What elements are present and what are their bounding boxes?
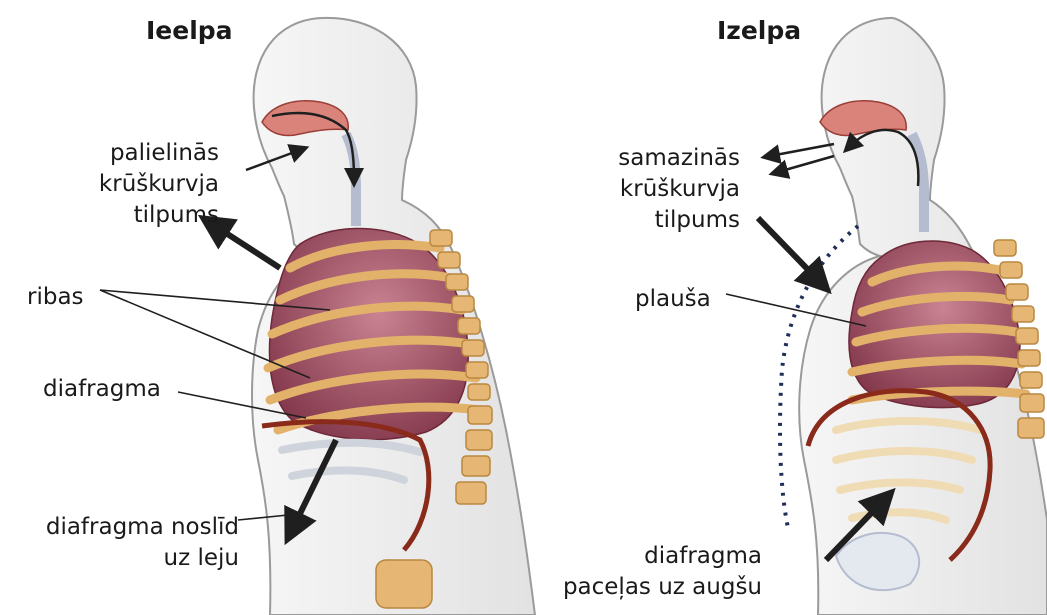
exhale-volume-arrow (758, 218, 820, 282)
exhale-volume-line-1: samazinās (618, 143, 740, 174)
exhale-diaphragm-motion-label: diafragma paceļas uz augšu (563, 541, 762, 603)
exhale-volume-line-2: krūškurvja (618, 174, 740, 205)
exhale-volume-line-3: tilpums (618, 205, 740, 236)
inhale-volume-line-3: tilpums (99, 200, 219, 231)
inhale-title: Ieelpa (146, 16, 233, 45)
exhale-air-arrow-1 (770, 144, 834, 156)
inhale-motion-line-2: uz leju (46, 543, 239, 574)
inhale-diaphragm-motion-label: diafragma noslīd uz leju (46, 512, 239, 574)
ribs-label: ribas (27, 282, 84, 313)
exhale-figure (726, 18, 1047, 615)
inhale-volume-line-2: krūškurvja (99, 169, 219, 200)
inhale-volume-arrow (212, 224, 280, 268)
exhale-motion-line-1: diafragma (563, 541, 762, 572)
inhale-volume-line-1: palielinās (99, 138, 219, 169)
inhale-diaphragm-label: diafragma (43, 374, 161, 405)
exhale-title: Izelpa (717, 16, 801, 45)
lung-label: plauša (635, 284, 711, 315)
exhale-air-arrow-2 (778, 156, 834, 172)
inhale-volume-label: palielinās krūškurvja tilpums (99, 138, 219, 231)
exhale-volume-label: samazinās krūškurvja tilpums (618, 143, 740, 236)
exhale-motion-line-2: paceļas uz augšu (563, 572, 762, 603)
inhale-motion-line-1: diafragma noslīd (46, 512, 239, 543)
